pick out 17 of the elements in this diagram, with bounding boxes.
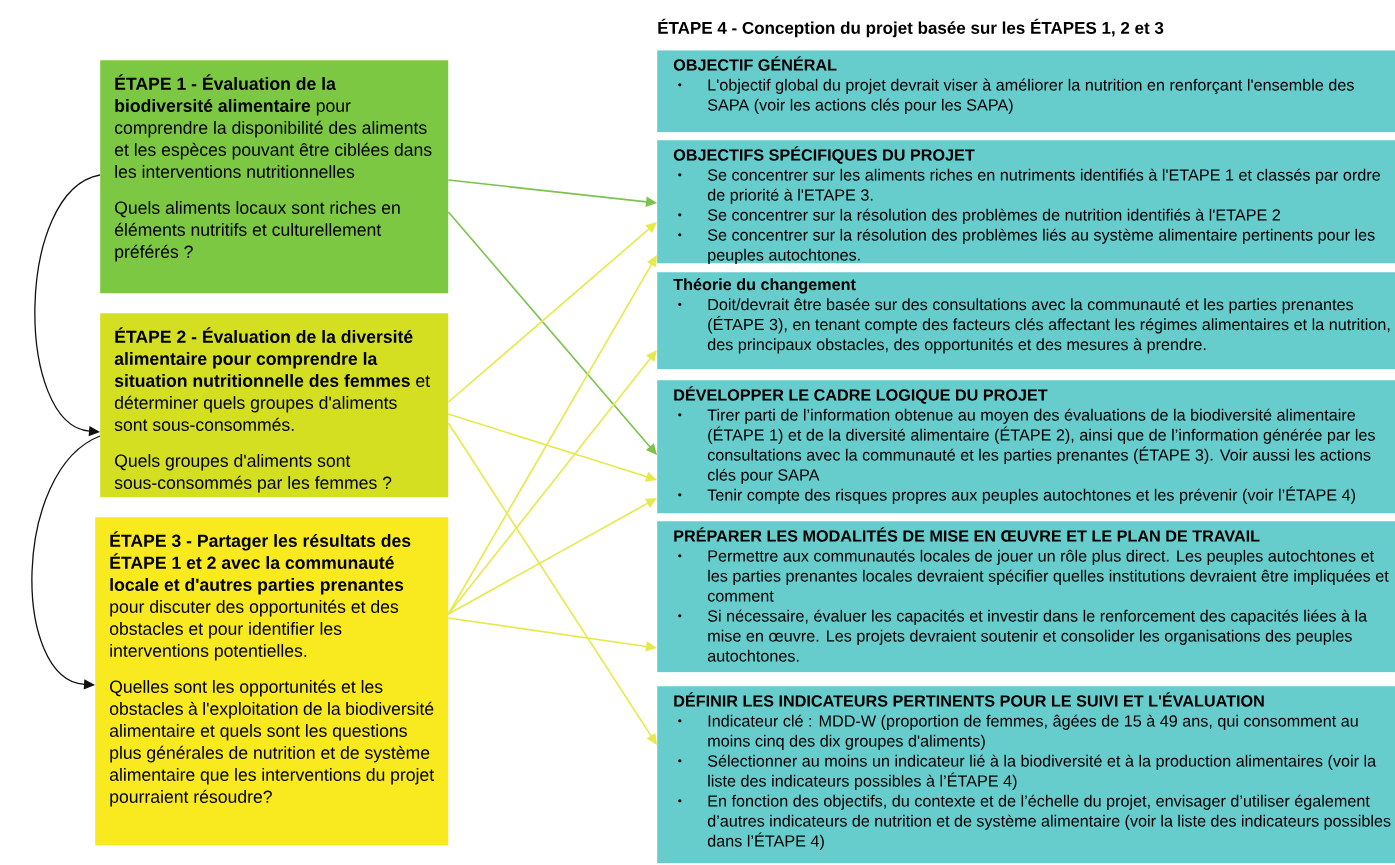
plan-box: Théorie du changement Doit/devrait être basée sur des consultations avec la communauté et les parties prenantes (ÉTAPE 3), en tenant compte des facteurs clés affectant les régimes alimentaires et la nutrition, des principaux obstacles, des opportunités et des mesures à prendre. [657, 272, 1395, 370]
plan-box: OBJECTIF GÉNÉRAL L'objectif global du projet devrait viser à améliorer la nutrition en renforçant l'ensemble des SAPA (voir les actions clés pour les SAPA) [657, 50, 1395, 133]
plan-box: PRÉPARER LES MODALITÉS DE MISE EN ŒUVRE ET LE PLAN DE TRAVAIL Permettre aux communautés locales de jouer un rôle plus direct. Les peuples autochtones et les parties prenantes locales devraient spécifier quelles institutions devraient être impliquées et comment Si nécessaire, évaluer les capacités et investir dans le renforcement des capacités liées à la mise en œuvre. Les projets devraient soutenir et consolider les organisations des peuples autochtones. [657, 521, 1395, 673]
plan-box: DÉVELOPPER LE CADRE LOGIQUE DU PROJET Tirer parti de l’information obtenue au moyen des évaluations de la biodiversité alimentaire (ÉTAPE 1) et de la diversité alimentaire (ÉTAPE 2), ainsi que de l’information générée par les consultations avec la communauté et les parties prenantes (ÉTAPE 3). Voir aussi les actions clés pour SAPA Tenir compte des risques propres aux peuples autochtones et les prévenir (voir l’ÉTAPE 4) [657, 380, 1395, 514]
step-box: ÉTAPE 2 - Évaluation de la diversité alimentaire pour comprendre la situation nutritionnelle des femmes et déterminer quels groupes d'aliments sont sous-consommés. Quels groupes d'aliments sont sous-consommés par les femmes ? [100, 313, 449, 498]
arrow [447, 255, 657, 615]
arrow [447, 211, 657, 455]
plan-box: DÉFINIR LES INDICATEURS PERTINENTS POUR LE SUIVI ET L'ÉVALUATION Indicateur clé : MDD-W (proportion de femmes, âgées de 15 à 49 ans, qui consomment au moins cinq des dix groupes d'aliments) Sélectionner au moins un indicateur lié à la biodiversité et à la production alimentaires (voir la liste des indicateurs possibles à l’ÉTAPE 4) En fonction des objectifs, du contexte et de l’échelle du projet, envisager d’utiliser également d’autres indicateurs de nutrition et de système alimentaire (voir la liste des indicateurs possibles dans l’ÉTAPE 4) [657, 686, 1395, 864]
heading: ÉTAPE 4 - Conception du projet basée sur les ÉTAPES 1, 2 et 3 [658, 18, 1164, 38]
arrow [447, 222, 657, 403]
step-box: ÉTAPE 3 - Partager les résultats des ÉTAPE 1 et 2 avec la communauté locale et d'autres parties prenantes pour discuter des opportunités et des obstacles et pour identifier les interventions potentielles. Quelles sont les opportunités et les obstacles à l'exploitation de la biodiversité alimentaire et quels sont les questions plus générales de nutrition et de système alimentaire que les interventions du projet pourraient résoudre? [95, 517, 449, 846]
arrow [447, 350, 657, 615]
arrow [31, 435, 101, 690]
arrow [447, 498, 657, 615]
plan-box: OBJECTIFS SPÉCIFIQUES DU PROJET Se concentrer sur les aliments riches en nutriments identifiés à l'ETAPE 1 et classés par ordre de priorité à l'ETAPE 3. Se concentrer sur la résolution des problèmes de nutrition identifiés à l'ETAPE 2 Se concentrer sur la résolution des problèmes liés au système alimentaire pertinents pour les peuples autochtones. [657, 140, 1395, 264]
arrow [447, 422, 657, 745]
step-box: ÉTAPE 1 - Évaluation de la biodiversité alimentaire pour comprendre la disponibilité des aliments et les espèces pouvant être ciblées dans les interventions nutritionnelles Quels aliments locaux sont riches en éléments nutritifs et culturellement préférés ? [100, 60, 449, 294]
